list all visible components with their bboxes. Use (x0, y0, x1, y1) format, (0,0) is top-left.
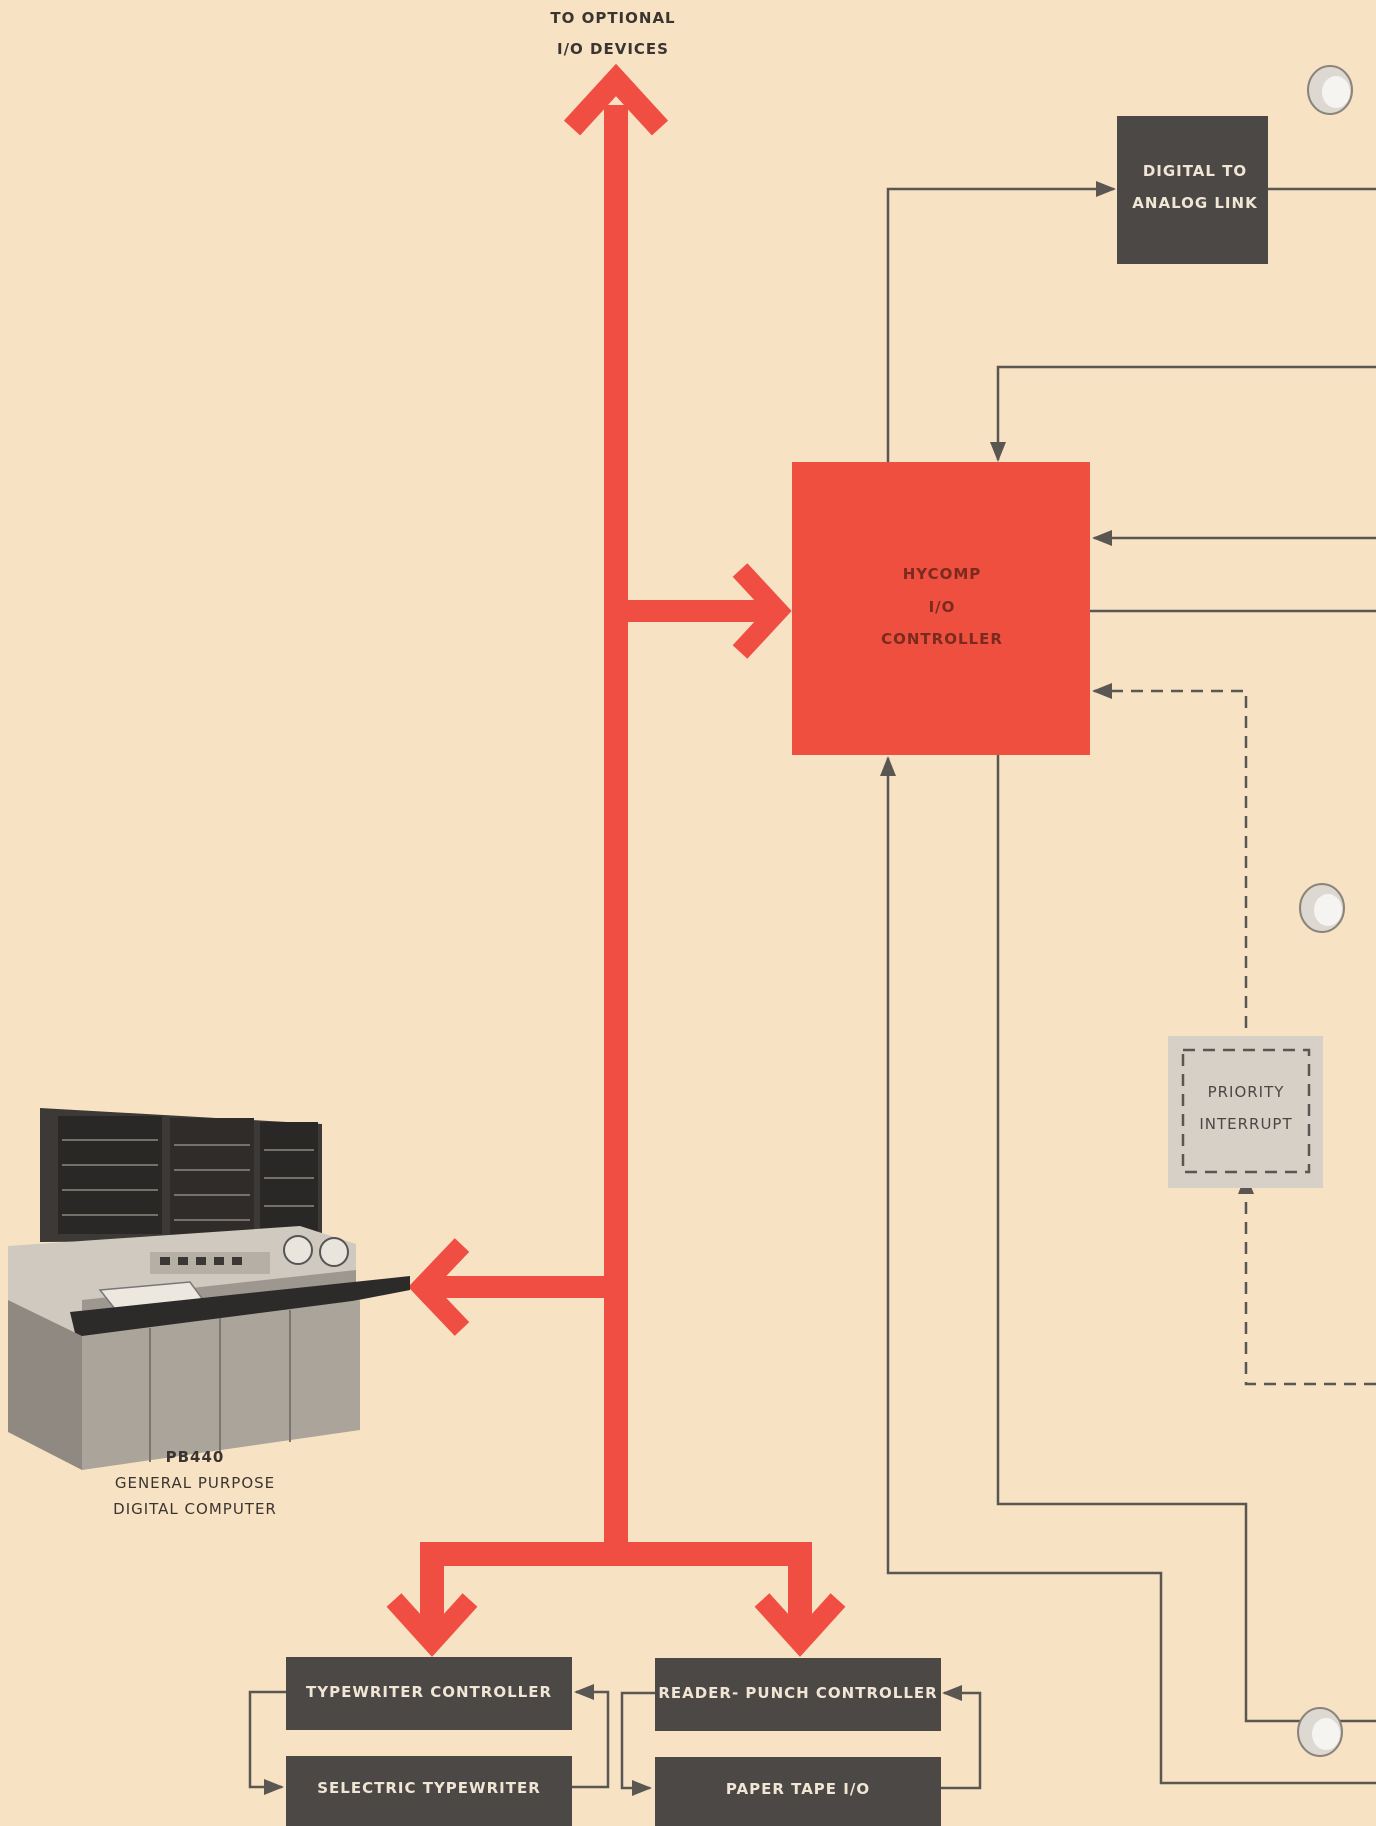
computer-caption-line1: PB440 (166, 1448, 225, 1466)
connection-lines (248, 181, 1376, 1796)
hycomp-label-line3: CONTROLLER (881, 630, 1003, 648)
priority-label-line2: INTERRUPT (1199, 1115, 1292, 1133)
selectric-typewriter-label: SELECTRIC TYPEWRITER (317, 1779, 541, 1797)
typewriter-controller-label: TYPEWRITER CONTROLLER (306, 1683, 552, 1701)
hycomp-label-line2: I/O (929, 598, 956, 616)
reader-punch-controller-block: READER- PUNCH CONTROLLER (655, 1658, 941, 1731)
binder-hole-top (1307, 65, 1353, 115)
optional-io-label-line2: I/O DEVICES (557, 40, 669, 58)
priority-dashed-lines (1092, 683, 1376, 1386)
digital-to-analog-label-line2: ANALOG LINK (1132, 194, 1258, 212)
priority-label-line1: PRIORITY (1208, 1083, 1285, 1101)
optional-io-label: TO OPTIONAL I/O DEVICES (550, 9, 675, 58)
red-io-bus (386, 63, 846, 1657)
binder-hole-bottom (1297, 1707, 1343, 1757)
reader-punch-controller-label: READER- PUNCH CONTROLLER (658, 1684, 937, 1702)
computer-caption-line3: DIGITAL COMPUTER (113, 1500, 277, 1518)
hycomp-io-controller-block: HYCOMP I/O CONTROLLER (792, 462, 1090, 755)
paper-tape-io-block: PAPER TAPE I/O (655, 1757, 941, 1826)
digital-to-analog-link-block: DIGITAL TO ANALOG LINK (1117, 116, 1268, 264)
computer-caption: PB440 GENERAL PURPOSE DIGITAL COMPUTER (113, 1448, 277, 1518)
binder-holes (1297, 65, 1353, 1757)
computer-caption-line2: GENERAL PURPOSE (115, 1474, 275, 1492)
priority-interrupt-block: PRIORITY INTERRUPT (1168, 1036, 1323, 1188)
selectric-typewriter-block: SELECTRIC TYPEWRITER (286, 1756, 572, 1826)
typewriter-controller-block: TYPEWRITER CONTROLLER (286, 1657, 572, 1730)
hycomp-label-line1: HYCOMP (903, 565, 982, 583)
paper-tape-io-label: PAPER TAPE I/O (726, 1780, 870, 1798)
optional-io-label-line1: TO OPTIONAL (550, 9, 675, 27)
binder-hole-middle (1299, 883, 1345, 933)
pb440-computer-illustration (8, 1108, 410, 1470)
digital-to-analog-label-line1: DIGITAL TO (1143, 162, 1247, 180)
